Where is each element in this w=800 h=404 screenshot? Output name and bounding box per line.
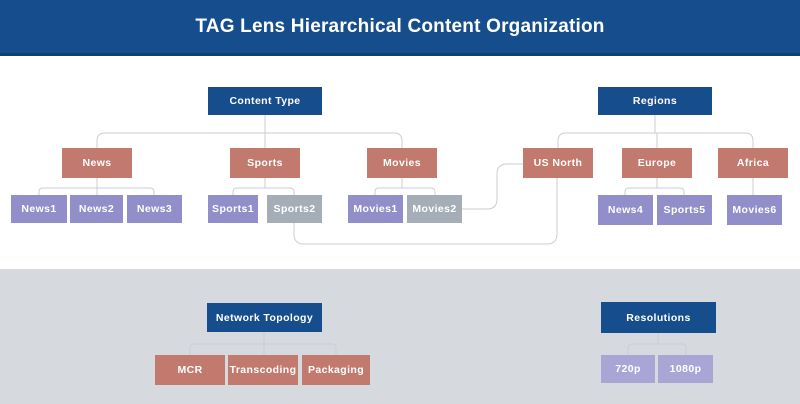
edge-sports-children-bar — [232, 187, 295, 195]
edge-movies-children-bar — [374, 187, 436, 195]
edge-network-topology-bar — [189, 343, 337, 355]
node-news4: News4 — [598, 195, 653, 225]
node-content-type: Content Type — [208, 87, 322, 115]
node-packaging: Packaging — [302, 355, 370, 385]
edge-resolutions-bar — [627, 343, 687, 355]
node-movies6: Movies6 — [727, 195, 782, 225]
edge-news-children-bar — [38, 187, 155, 195]
page-title: TAG Lens Hierarchical Content Organizati… — [195, 15, 605, 37]
node-transcoding: Transcoding — [228, 355, 298, 385]
edge-regions-bar — [557, 132, 754, 148]
node-news: News — [62, 148, 132, 178]
node-news2: News2 — [70, 195, 123, 223]
node-africa: Africa — [718, 148, 788, 178]
node-movies1: Movies1 — [348, 195, 403, 223]
node-europe: Europe — [622, 148, 692, 178]
node-network-topology: Network Topology — [207, 303, 322, 332]
edge-sports2-to-usnorth — [293, 178, 558, 245]
title-bar: TAG Lens Hierarchical Content Organizati… — [0, 0, 800, 56]
node-movies: Movies — [367, 148, 437, 178]
node-us-north: US North — [523, 148, 593, 178]
node-720p: 720p — [601, 355, 655, 383]
node-news3: News3 — [127, 195, 182, 223]
edge-content-type-bar — [96, 132, 403, 148]
node-sports1: Sports1 — [208, 195, 258, 223]
edge-movies2-to-usnorth — [462, 163, 523, 210]
node-1080p: 1080p — [658, 355, 713, 383]
node-sports: Sports — [230, 148, 300, 178]
node-regions: Regions — [598, 87, 712, 115]
node-mcr: MCR — [155, 355, 225, 385]
node-news1: News1 — [11, 195, 67, 223]
node-sports2: Sports2 — [267, 195, 322, 223]
node-resolutions: Resolutions — [601, 302, 716, 333]
node-sports5: Sports5 — [657, 195, 712, 225]
node-movies2: Movies2 — [407, 195, 462, 223]
edge-europe-children-bar — [624, 187, 685, 195]
